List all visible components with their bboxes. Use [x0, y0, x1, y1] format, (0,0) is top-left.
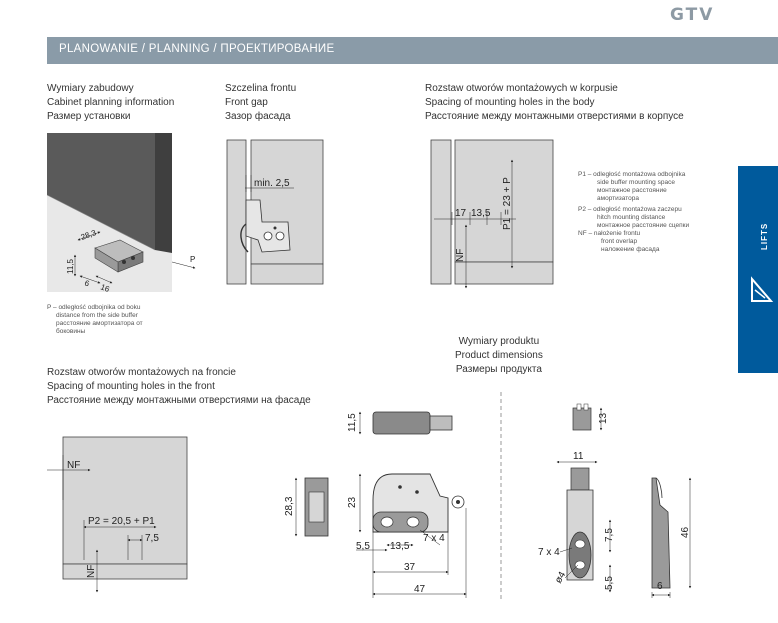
dim-p-w2: 47: [414, 584, 426, 595]
dim-p-b: 13,5: [390, 541, 410, 552]
brand-logo: GTV: [670, 5, 715, 25]
dim-body-nf: NF: [455, 249, 466, 262]
dim-p-a: 5,5: [356, 541, 370, 552]
lifts-side-tab[interactable]: LIFTS: [738, 166, 778, 373]
dim-front-b: 7,5: [145, 533, 159, 544]
dim-cab-p: P: [190, 255, 195, 264]
holes-front-drawing: NF P2 = 20,5 + P1 7,5 NF: [47, 436, 188, 593]
dim-gap: min. 2,5: [254, 178, 290, 189]
note-body: P1 – odległość montażowa odbojnika side …: [578, 171, 690, 253]
front-gap-drawing: min. 2,5: [226, 139, 324, 285]
dim-s-w: 11: [573, 451, 584, 462]
dim-s-d: 5,5: [604, 576, 615, 590]
dim-s-c: ø4: [553, 570, 569, 586]
dim-s-h: 13: [598, 412, 609, 424]
dim-s-f: 46: [680, 526, 691, 538]
cabinet-drawing: 28,3 11,5 6 16 P: [46, 133, 196, 294]
dim-p-h2: 28,3: [284, 496, 295, 516]
lift-icon: [751, 276, 774, 302]
product-drawing: 11,5 28,3 23 5,5 13,5 7 x 4 37 47: [284, 392, 692, 600]
dim-front-nf1: NF: [67, 460, 80, 471]
holes-body-drawing: 17 13,5 P1 = 23 + P NF: [430, 139, 554, 289]
note-p: P – odległość odbojnika od boku distance…: [47, 304, 143, 335]
dim-p-w1: 37: [404, 562, 416, 573]
dim-p-c: 7 x 4: [423, 533, 445, 544]
dim-front-p2: P2 = 20,5 + P1: [88, 516, 155, 527]
dim-p-h1: 11,5: [347, 413, 358, 432]
dim-cab-d: 16: [99, 282, 111, 294]
dim-cab-b: 11,5: [66, 258, 75, 274]
dim-s-a: 7,5: [604, 528, 615, 542]
dim-body-a: 17: [455, 208, 467, 219]
dim-body-b: 13,5: [471, 208, 491, 219]
dim-s-e: 6: [657, 581, 663, 592]
dim-body-p1: P1 = 23 + P: [502, 177, 513, 230]
section-header: PLANOWANIE / PLANNING / ПРОЕКТИРОВАНИЕ: [47, 37, 778, 64]
section-title: PLANOWANIE / PLANNING / ПРОЕКТИРОВАНИЕ: [59, 43, 335, 55]
dim-cab-c: 6: [83, 278, 91, 288]
dim-p-h3: 23: [347, 496, 358, 508]
dim-front-nf2: NF: [86, 565, 97, 578]
dim-s-b: 7 x 4: [538, 547, 560, 558]
